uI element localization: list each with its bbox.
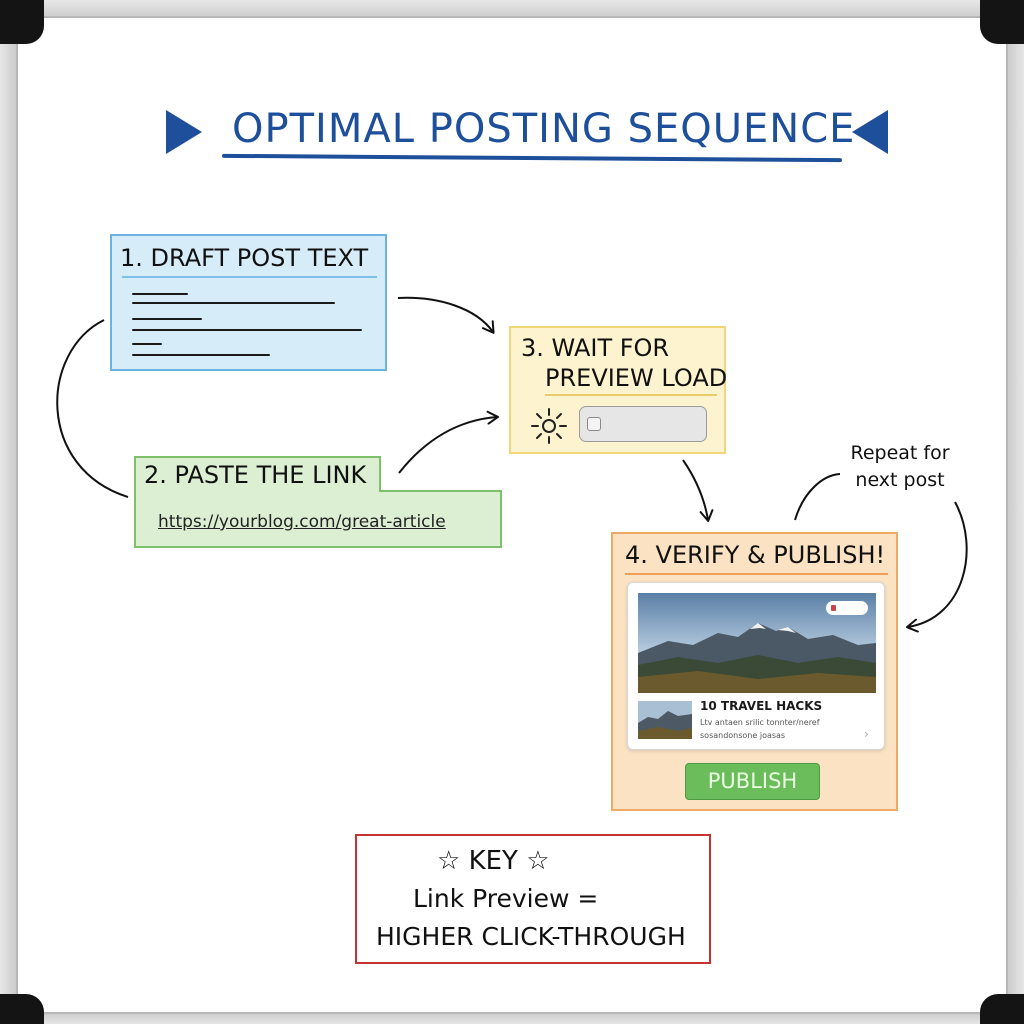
connector-step1-to-step2	[56, 319, 129, 498]
frame-corner-top-right	[980, 0, 1024, 44]
step-4-card: 4. VERIFY & PUBLISH!	[611, 532, 898, 811]
repeat-note-line2: next post	[855, 469, 945, 491]
whiteboard-frame-left	[0, 30, 18, 994]
whiteboard-frame-bottom	[30, 1012, 994, 1024]
repeat-note-line1: Repeat for	[850, 442, 950, 464]
key-line-2: HIGHER CLICK-THROUGH	[376, 922, 686, 951]
triangle-left-icon	[852, 110, 888, 154]
step-2-card: 2. PASTE THE LINK https://yourblog.com/g…	[134, 456, 502, 548]
arrow-step1-to-step3	[397, 296, 495, 334]
text-line	[132, 318, 202, 320]
text-line	[132, 329, 362, 331]
connector-step4-to-repeat	[794, 473, 841, 521]
arrow-repeat-to-step4	[906, 501, 968, 633]
step-3-heading: 3. WAIT FOR PREVIEW LOAD	[521, 333, 727, 393]
preview-thumbnail	[638, 701, 692, 739]
step-2-shape	[134, 456, 502, 548]
publish-button[interactable]: PUBLISH	[685, 763, 820, 800]
arrow-step2-to-step3	[398, 410, 499, 474]
step-3-divider	[545, 394, 717, 396]
frame-corner-bottom-right	[980, 994, 1024, 1024]
preview-description: sosandonsone joasas	[700, 731, 786, 740]
page-title: OPTIMAL POSTING SEQUENCE	[232, 106, 856, 152]
text-line	[132, 343, 162, 345]
step-4-heading: 4. VERIFY & PUBLISH!	[625, 541, 886, 569]
arrow-step3-to-step4	[682, 459, 714, 522]
step-3-card: 3. WAIT FOR PREVIEW LOAD	[509, 326, 727, 454]
frame-corner-top-left	[0, 0, 44, 44]
step-3-heading-line1: 3. WAIT FOR	[521, 334, 670, 362]
whiteboard-frame-top	[30, 0, 994, 18]
preview-description: Ltv antaen srilic tonnter/neref	[700, 718, 820, 727]
badge-icon	[831, 605, 836, 611]
step-1-card: 1. DRAFT POST TEXT	[110, 234, 387, 371]
sun-loading-icon	[531, 408, 567, 444]
frame-corner-bottom-left	[0, 994, 44, 1024]
key-line-1: Link Preview =	[413, 884, 599, 913]
checkbox-icon	[587, 417, 601, 431]
repeat-note: Repeat for next post	[840, 440, 960, 494]
preview-loading-field	[579, 406, 707, 442]
text-line	[132, 302, 335, 304]
thumbnail-image	[638, 701, 692, 739]
preview-title: 10 TRAVEL HACKS	[700, 699, 823, 713]
key-box: ☆ KEY ☆ Link Preview = HIGHER CLICK-THRO…	[355, 834, 711, 964]
step-1-divider	[122, 276, 377, 278]
text-line	[132, 293, 188, 295]
step-2-heading: 2. PASTE THE LINK	[144, 461, 367, 489]
link-preview-card[interactable]: 10 TRAVEL HACKS Ltv antaen srilic tonnte…	[627, 582, 885, 750]
link-url[interactable]: https://yourblog.com/great-article	[158, 512, 446, 532]
step-3-heading-line2: PREVIEW LOAD	[545, 364, 728, 392]
preview-source-badge	[826, 601, 868, 615]
triangle-right-icon	[166, 110, 202, 154]
whiteboard-frame-right	[1006, 30, 1024, 994]
key-heading: ☆ KEY ☆	[437, 846, 550, 876]
step-1-heading: 1. DRAFT POST TEXT	[120, 244, 369, 272]
preview-hero-image	[638, 593, 876, 693]
step-4-divider	[625, 573, 888, 575]
chevron-right-icon: ›	[864, 727, 869, 741]
text-line	[132, 354, 270, 356]
mountain-landscape-image	[638, 593, 876, 693]
